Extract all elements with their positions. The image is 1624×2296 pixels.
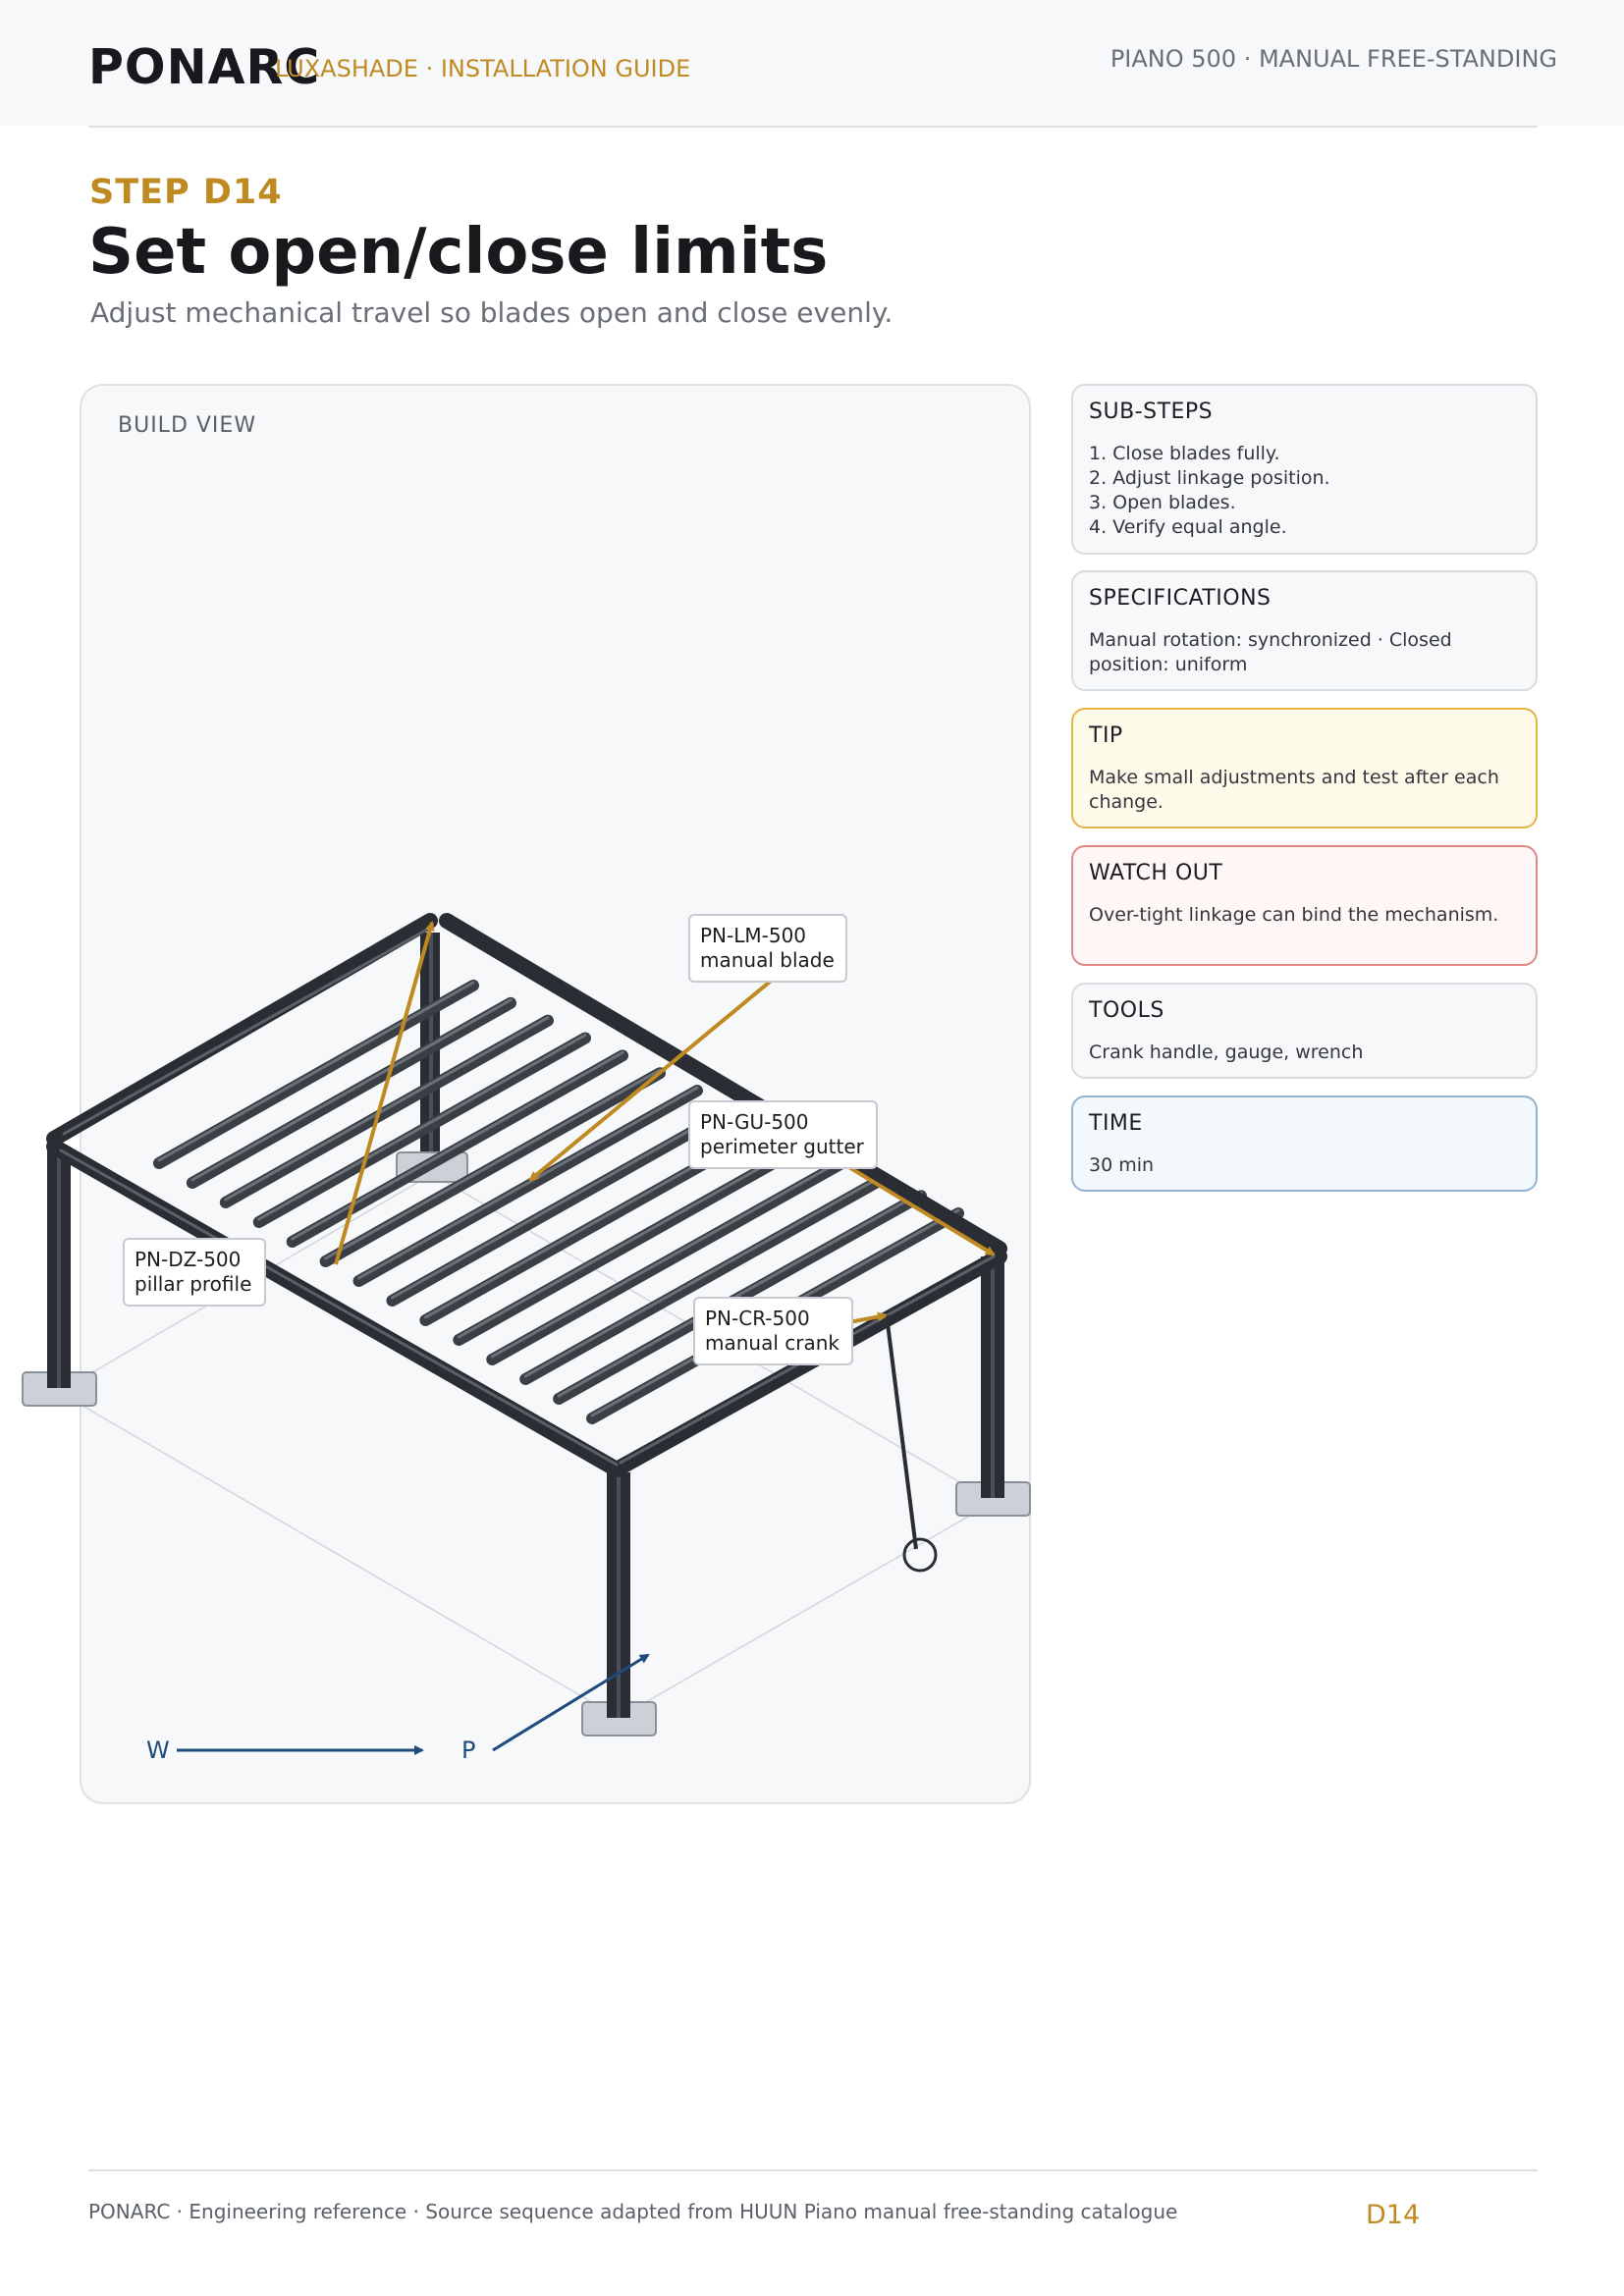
roof-blade-highlight bbox=[357, 1086, 699, 1280]
tools-title: TOOLS bbox=[1089, 998, 1164, 1023]
roof-blade-highlight bbox=[457, 1139, 811, 1339]
time-body: 30 min bbox=[1089, 1154, 1155, 1176]
guide-label: LUXASHADE · INSTALLATION GUIDE bbox=[275, 55, 691, 82]
tip-card: TIP Make small adjustments and test afte… bbox=[1071, 708, 1538, 828]
roof-blade bbox=[252, 1032, 591, 1228]
page-number: D14 bbox=[1366, 2200, 1421, 2230]
roof-blade bbox=[286, 1049, 628, 1248]
roof-blade bbox=[486, 1154, 852, 1365]
callout-manual-crank: PN-CR-500 manual crank bbox=[693, 1297, 853, 1365]
manual-crank-rod bbox=[885, 1314, 938, 1573]
roof-blade bbox=[186, 996, 516, 1189]
page-header bbox=[0, 0, 1624, 126]
p-axis-label: P bbox=[461, 1736, 476, 1764]
footer-divider bbox=[88, 2169, 1538, 2171]
roof-blade-highlight bbox=[324, 1068, 662, 1260]
tools-body: Crank handle, gauge, wrench bbox=[1089, 1041, 1364, 1063]
roof-blade bbox=[319, 1067, 666, 1267]
substep-item: 4. Verify equal angle. bbox=[1089, 516, 1287, 538]
roof-blade-highlight bbox=[557, 1191, 923, 1398]
specifications-card: SPECIFICATIONS Manual rotation: synchron… bbox=[1071, 570, 1538, 691]
substeps-card: SUB-STEPS 1. Close blades fully. 2. Adju… bbox=[1071, 384, 1538, 555]
watch-out-body: Over-tight linkage can bind the mechanis… bbox=[1089, 904, 1499, 926]
substeps-title: SUB-STEPS bbox=[1089, 400, 1214, 424]
pillar-right bbox=[981, 1256, 1004, 1498]
specifications-title: SPECIFICATIONS bbox=[1089, 586, 1272, 611]
time-card: TIME 30 min bbox=[1071, 1095, 1538, 1192]
header-divider bbox=[88, 126, 1538, 128]
roof-blade bbox=[519, 1172, 890, 1385]
page-title: Set open/close limits bbox=[88, 216, 829, 289]
specifications-body: Manual rotation: synchronized · Closed p… bbox=[1089, 629, 1452, 675]
roof-blade-highlight bbox=[523, 1173, 886, 1378]
roof-blade-highlight bbox=[291, 1050, 624, 1241]
callout-pillar-profile: PN-DZ-500 pillar profile bbox=[123, 1238, 266, 1307]
build-view-label: BUILD VIEW bbox=[118, 413, 257, 438]
roof-blade bbox=[386, 1101, 740, 1307]
brand-logo: PONARC bbox=[88, 39, 321, 95]
model-label: PIANO 500 · MANUAL FREE-STANDING bbox=[1110, 45, 1557, 73]
callout-code: PN-CR-500 bbox=[705, 1307, 810, 1330]
tools-card: TOOLS Crank handle, gauge, wrench bbox=[1071, 983, 1538, 1079]
callout-name: manual blade bbox=[700, 948, 835, 972]
tip-title: TIP bbox=[1089, 723, 1123, 748]
roof-blade-highlight bbox=[190, 998, 513, 1182]
time-title: TIME bbox=[1089, 1111, 1143, 1136]
roof-blade-highlight bbox=[257, 1034, 587, 1221]
callout-code: PN-LM-500 bbox=[700, 924, 807, 947]
roof-blade-highlight bbox=[224, 1016, 550, 1201]
substeps-list: 1. Close blades fully. 2. Adjust linkage… bbox=[1089, 442, 1520, 540]
roof-blade bbox=[152, 979, 479, 1169]
roof-blade-highlight bbox=[390, 1103, 736, 1300]
footer-text: PONARC · Engineering reference · Source … bbox=[88, 2200, 1178, 2223]
tip-body: Make small adjustments and test after ea… bbox=[1089, 767, 1499, 813]
callout-code: PN-DZ-500 bbox=[135, 1248, 242, 1271]
callout-name: perimeter gutter bbox=[700, 1135, 864, 1158]
p-axis-arrow bbox=[492, 1653, 650, 1752]
substep-item: 1. Close blades fully. bbox=[1089, 443, 1280, 464]
callout-manual-blade: PN-LM-500 manual blade bbox=[688, 914, 847, 983]
roof-blade-highlight bbox=[490, 1156, 848, 1359]
roof-blade bbox=[352, 1085, 703, 1287]
roof-blade bbox=[453, 1137, 815, 1346]
step-code: STEP D14 bbox=[89, 173, 283, 212]
callout-perimeter-gutter: PN-GU-500 perimeter gutter bbox=[688, 1100, 878, 1169]
substep-item: 2. Adjust linkage position. bbox=[1089, 467, 1330, 489]
step-subtitle: Adjust mechanical travel so blades open … bbox=[90, 296, 893, 329]
pillar-left bbox=[47, 1147, 71, 1388]
callout-name: manual crank bbox=[705, 1331, 839, 1355]
substep-item: 3. Open blades. bbox=[1089, 492, 1236, 513]
callout-code: PN-GU-500 bbox=[700, 1110, 809, 1134]
roof-blade bbox=[219, 1014, 554, 1208]
pillar-front bbox=[607, 1472, 630, 1718]
roof-blade-highlight bbox=[157, 981, 475, 1162]
watch-out-card: WATCH OUT Over-tight linkage can bind th… bbox=[1071, 845, 1538, 966]
w-axis-label: W bbox=[146, 1736, 170, 1764]
callout-name: pillar profile bbox=[135, 1272, 252, 1296]
watch-out-title: WATCH OUT bbox=[1089, 861, 1223, 885]
